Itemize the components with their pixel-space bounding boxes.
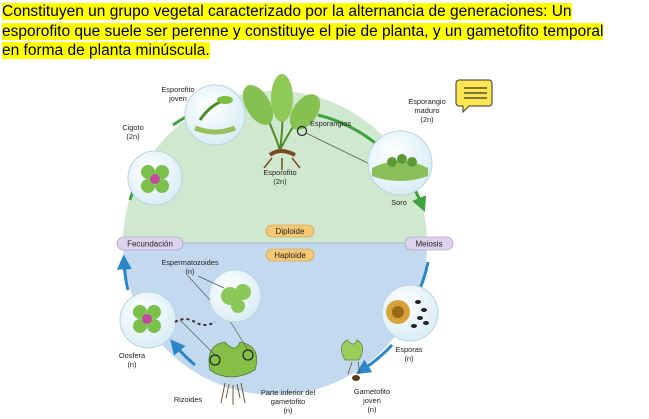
label-young-gametophyte-3: (n) — [367, 405, 376, 414]
haploid-label: Haploide — [274, 251, 306, 260]
young-gametophyte-illustration — [341, 339, 363, 381]
haploid-phase-pill: Haploide — [265, 248, 315, 262]
diploid-label: Diploide — [276, 227, 305, 236]
intro-line-3: en forma de planta minúscula. — [2, 42, 210, 59]
intro-line-2: esporofito que suele ser perenne y const… — [2, 22, 604, 40]
zygote-illustration — [127, 150, 183, 206]
mature-sporangium-illustration — [367, 130, 433, 196]
label-young-gametophyte-1: Gametofito — [354, 387, 390, 396]
label-sporangia: Esporangios — [310, 119, 351, 128]
label-zygote-1: Cigoto — [122, 123, 143, 132]
speech-bubble-icon[interactable] — [455, 79, 493, 114]
label-rhizoids: Rizoides — [174, 395, 203, 404]
label-spermatozoids-1: Espermatozoides — [161, 258, 218, 267]
label-mature-sporangium-3: (2n) — [420, 115, 433, 124]
label-spermatozoids-2: (n) — [185, 267, 194, 276]
fern-sporophyte-illustration — [242, 74, 379, 170]
label-sporophyte-2: (2n) — [273, 177, 286, 186]
meiosis-pill: Meiosis — [404, 236, 454, 251]
label-spores-2: (n) — [404, 354, 413, 363]
label-oosphere-1: Oosfera — [119, 351, 146, 360]
label-sorus: Soro — [391, 198, 407, 207]
label-mature-sporangium-1: Esporangio — [408, 97, 445, 106]
fecundation-label: Fecundación — [127, 240, 173, 249]
label-young-sporophyte-2: joven — [168, 94, 187, 103]
label-oosphere-2: (n) — [127, 360, 136, 369]
diploid-phase-pill: Diploide — [265, 224, 315, 238]
label-young-sporophyte-1: Esporofito — [161, 85, 194, 94]
label-gametophyte-lower-2: gametofito — [271, 397, 306, 406]
label-spores-1: Esporas — [395, 345, 422, 354]
spermatozoids-illustration — [187, 269, 262, 323]
label-mature-sporangium-2: maduro — [414, 106, 439, 115]
label-gametophyte-lower-1: Parte inferior del — [261, 388, 316, 397]
intro-text: Constituyen un grupo vegetal caracteriza… — [2, 2, 647, 61]
label-zygote-2: (2n) — [126, 132, 139, 141]
intro-line-1: Constituyen un grupo vegetal caracteriza… — [2, 3, 572, 20]
meiosis-label: Meiosis — [415, 240, 442, 249]
diagram-labels: Esporofito joven Cigoto (2n) Esporangios… — [119, 85, 446, 415]
fecundation-pill: Fecundación — [116, 236, 184, 251]
oosphere-illustration — [119, 291, 216, 349]
spores-illustration — [381, 284, 439, 342]
label-sporophyte-1: Esporofito — [263, 168, 296, 177]
young-sporophyte-illustration — [184, 84, 246, 146]
label-young-gametophyte-2: joven — [362, 396, 381, 405]
label-gametophyte-lower-3: (n) — [283, 406, 292, 415]
